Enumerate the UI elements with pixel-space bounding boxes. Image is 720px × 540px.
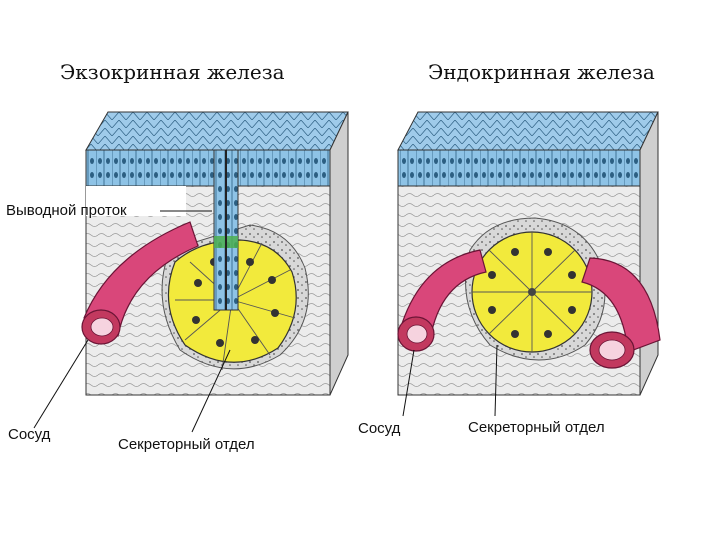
endocrine-epithelium-layer xyxy=(398,150,640,186)
exocrine-epithelium-layer xyxy=(86,150,330,186)
exocrine-gland-block xyxy=(82,112,348,395)
exocrine-title: Экзокринная железа xyxy=(60,60,285,84)
exocrine-block-side xyxy=(330,112,348,395)
endocrine-epithelium-top xyxy=(398,112,658,150)
vessel-left-leader-line xyxy=(34,340,88,428)
exocrine-vessel-lumen xyxy=(91,318,113,336)
vessel-right-label: Сосуд xyxy=(358,420,400,437)
endocrine-vessel-right-lumen xyxy=(599,340,625,360)
secretory-right-label: Секреторный отдел xyxy=(468,419,605,436)
duct-label: Выводной проток xyxy=(6,202,127,219)
endocrine-block-side xyxy=(640,112,658,395)
endocrine-center xyxy=(528,288,536,296)
exocrine-epithelium-top xyxy=(86,112,348,150)
secretory-left-label: Секреторный отдел xyxy=(118,436,255,453)
vessel-left-label: Сосуд xyxy=(8,426,50,443)
endocrine-gland-block xyxy=(398,112,660,395)
endocrine-title: Эндокринная железа xyxy=(428,60,655,84)
endocrine-vessel-left-lumen xyxy=(407,325,427,343)
